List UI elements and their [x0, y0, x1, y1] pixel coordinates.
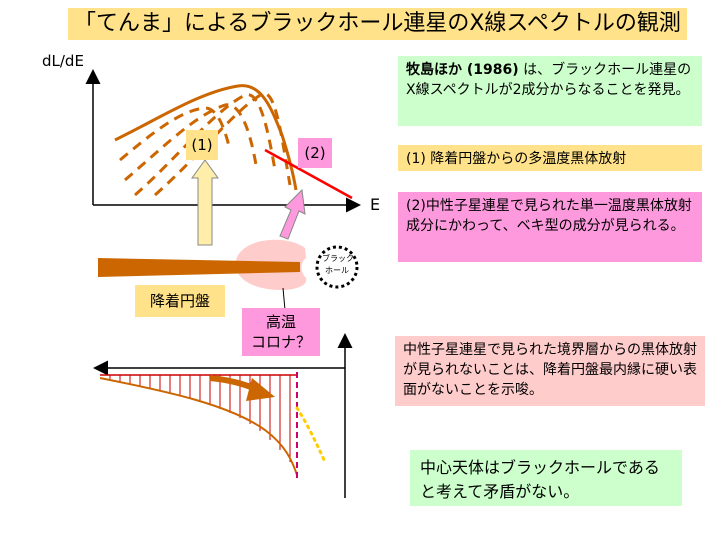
- boundary-layer-box: 中性子星連星で見られた境界層からの黒体放射が見られないことは、降着円盤最内縁に硬…: [395, 336, 705, 406]
- spectrum-axes: [85, 69, 361, 213]
- disk-spectrum-curve: [114, 84, 298, 191]
- black-hole-icon: [315, 245, 359, 289]
- corona-label-line1: 高温: [265, 313, 296, 331]
- x-axis-label: E: [370, 195, 381, 214]
- blackbody-components: [119, 92, 292, 197]
- arrow-component1: [191, 159, 219, 246]
- component1-label: (1): [186, 130, 218, 160]
- component1-box: (1) 降着円盤からの多温度黒体放射: [398, 145, 702, 171]
- y-axis-label: dL/dE: [42, 52, 84, 70]
- power-law-line: [264, 148, 353, 200]
- corona-leader-line: [282, 287, 286, 311]
- discovery-citation: 牧島ほか (1986): [406, 62, 519, 78]
- corona-label: 高温 コロナ？: [242, 308, 320, 356]
- page-title: 「てんま」によるブラックホール連星のX線スペクトルの観測: [68, 8, 687, 40]
- disk-label: 降着円盤: [135, 285, 225, 317]
- corona-label-line2: コロナ？: [250, 333, 311, 351]
- conclusion-box: 中心天体はブラックホールであると考えて矛盾がない。: [410, 450, 682, 506]
- discovery-text: は、ブラックホール連星のX線スペクトルが2成分からなることを発見。: [406, 62, 692, 98]
- temperature-curve: [99, 377, 298, 476]
- temperature-axes: [93, 333, 353, 498]
- component2-label: (2): [298, 138, 332, 168]
- boundary-hatching: [109, 375, 291, 462]
- discovery-box: 牧島ほか (1986) は、ブラックホール連星のX線スペクトルが2成分からなるこ…: [398, 56, 702, 126]
- yellow-dotted-curve: [295, 406, 327, 464]
- black-hole-label-line1: ブラック: [322, 254, 354, 263]
- accretion-disk-shape: [98, 258, 300, 277]
- black-hole-label-line2: ホール: [325, 266, 349, 275]
- component2-box: (2)中性子星連星で見られた単一温度黒体放射成分にかわって、ベキ型の成分が見られ…: [398, 192, 702, 262]
- arrow-component2: [279, 188, 306, 240]
- inflow-arrow-head: [246, 378, 275, 401]
